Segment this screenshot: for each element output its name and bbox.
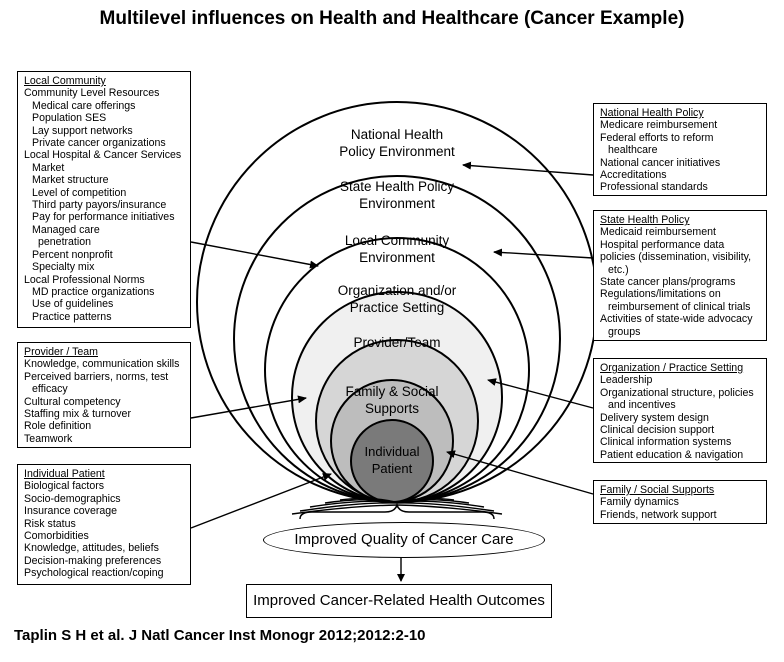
box-line: Private cancer organizations (32, 137, 166, 150)
box-line: Third party payors/insurance (32, 199, 167, 212)
box-line: State cancer plans/programs (600, 276, 736, 289)
box-header: Individual Patient (24, 468, 105, 480)
ring-label-organization: Organization and/or Practice Setting (337, 283, 457, 315)
arrow-national (462, 161, 594, 176)
box-line: Comorbidities (24, 530, 89, 543)
box-line: Teamwork (24, 432, 73, 445)
box-line: Delivery system design (600, 411, 709, 424)
arrow-local-community (190, 241, 319, 269)
box-header: Organization / Practice Setting (600, 362, 744, 374)
box-header: Family / Social Supports (600, 484, 715, 496)
brace (299, 502, 495, 520)
box-line: Medicaid reimbursement (600, 226, 716, 239)
box-line: policies (dissemination, visibility, (600, 251, 752, 264)
box-line: Managed care (32, 223, 100, 236)
ring-label-state: State Health Policy Environment (339, 179, 455, 211)
box-line: Psychological reaction/coping (24, 567, 164, 580)
box-line: Organizational structure, policies (600, 386, 754, 399)
box-line: Cultural competency (24, 395, 121, 408)
box-header: State Health Policy (600, 214, 690, 226)
box-line: Community Level Resources (24, 87, 160, 100)
box-line: Leadership (600, 374, 653, 387)
box-line: Percent nonprofit (32, 248, 113, 261)
box-line: groups (608, 325, 641, 338)
box-line: Patient education & navigation (600, 448, 744, 461)
box-line: Activities of state-wide advocacy (600, 313, 753, 326)
ring-label-community: Local Community Environment (344, 233, 450, 265)
citation: Taplin S H et al. J Natl Cancer Inst Mon… (14, 627, 426, 644)
arrow-state (493, 248, 594, 259)
box-header: Local Community (24, 75, 106, 87)
box-line: Pay for performance initiatives (32, 211, 175, 224)
box-line: Accreditations (600, 169, 667, 182)
box-line: Practice patterns (32, 310, 112, 323)
box-line: reimbursement of clinical trials (608, 300, 751, 313)
box-line: Medical care offerings (32, 99, 136, 112)
box-line: Decision-making preferences (24, 554, 162, 567)
box-line: Use of guidelines (32, 298, 114, 311)
box-line: Knowledge, attitudes, beliefs (24, 542, 159, 555)
arrow-family (446, 450, 594, 495)
box-line: Clinical information systems (600, 436, 732, 449)
box-line: Hospital performance data (600, 238, 725, 251)
box-line: Federal efforts to reform (600, 131, 714, 144)
box-line: Family dynamics (600, 496, 679, 509)
box-line: Knowledge, communication skills (24, 358, 180, 371)
quality-of-care-ellipse: Improved Quality of Cancer Care (263, 522, 545, 558)
arrow-individual (190, 473, 332, 529)
box-line: Local Hospital & Cancer Services (24, 149, 182, 162)
box-line: Regulations/limitations on (600, 288, 721, 301)
ring-label-individual: Individual Patient (364, 444, 420, 476)
diagram-title: Multilevel influences on Health and Heal… (99, 8, 685, 29)
box-line: Market structure (32, 174, 109, 187)
box-line: Local Professional Norms (24, 273, 145, 286)
convergence-strokes (291, 497, 503, 515)
box-line: Perceived barriers, norms, test (24, 370, 169, 383)
box-line: healthcare (608, 144, 658, 157)
arrow-organization (487, 378, 594, 409)
box-header: Provider / Team (24, 346, 98, 358)
arrow-provider (190, 395, 307, 419)
box-line: Role definition (24, 420, 92, 433)
box-line: etc.) (608, 263, 629, 276)
box-line: penetration (38, 236, 92, 249)
ring-label-provider: Provider/Team (353, 335, 441, 350)
box-line: MD practice organizations (32, 285, 155, 298)
box-line: Population SES (32, 112, 107, 125)
box-line: Professional standards (600, 181, 708, 194)
box-line: Lay support networks (32, 124, 133, 137)
box-line: Insurance coverage (24, 505, 118, 518)
box-line: Friends, network support (600, 508, 717, 521)
ring-label-national: National Health Policy Environment (339, 127, 455, 159)
box-header: National Health Policy (600, 107, 704, 119)
ring-label-family: Family & Social Supports (345, 384, 439, 416)
box-line: Medicare reimbursement (600, 119, 718, 132)
box-line: National cancer initiatives (600, 156, 721, 169)
box-line: Level of competition (32, 186, 127, 199)
box-line: and incentives (608, 399, 676, 412)
box-line: Risk status (24, 517, 76, 530)
box-line: Market (32, 161, 65, 174)
health-outcomes-box: Improved Cancer-Related Health Outcomes (246, 584, 552, 618)
box-line: Biological factors (24, 480, 105, 493)
box-line: efficacy (32, 383, 68, 396)
box-line: Clinical decision support (600, 424, 715, 437)
box-line: Staffing mix & turnover (24, 408, 131, 421)
box-line: Specialty mix (32, 261, 95, 274)
box-line: Socio-demographics (24, 492, 121, 505)
